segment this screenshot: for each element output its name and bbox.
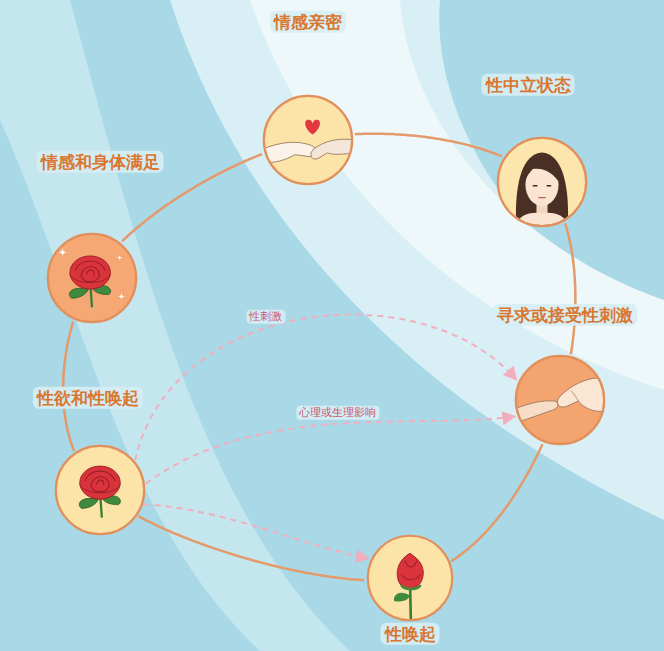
stage-circle: 寻求或接受性刺激 [514, 354, 606, 446]
illustration-shape [75, 261, 104, 271]
illustration-shape [85, 471, 114, 481]
stage-circle: 性中立状态 [496, 136, 588, 228]
circle-illustration [366, 534, 454, 622]
illustration-shape [538, 197, 545, 198]
circle-illustration [54, 444, 146, 536]
illustration-shape [264, 96, 352, 184]
stage-label: 性中立状态 [482, 74, 575, 96]
illustration-shape [96, 480, 103, 485]
illustration-shape [262, 142, 316, 162]
illustration-shape [48, 234, 136, 322]
cycle-arc [138, 516, 364, 580]
illustration-shape [70, 256, 110, 289]
illustration-shape [262, 120, 354, 163]
illustration-shape [56, 446, 144, 534]
influence-arrow [135, 315, 516, 461]
circle-illustration [514, 354, 606, 446]
illustration-shape [516, 356, 604, 444]
illustration-shape [368, 536, 452, 620]
stage-circle: 性欲和性唤起 [54, 444, 146, 536]
illustration-shape [557, 378, 606, 412]
illustration-shape [56, 446, 144, 534]
influence-arrow [144, 504, 369, 558]
illustration-shape [394, 593, 410, 602]
stage-label: 性唤起 [381, 623, 440, 645]
illustration-shape [80, 466, 120, 499]
stage-circle: 情感和身体满足 [46, 232, 138, 324]
illustration-shape [79, 466, 120, 518]
illustration-shape [48, 234, 136, 322]
illustration-shape [118, 293, 125, 300]
stage-label: 情感和身体满足 [37, 151, 164, 173]
stage-label: 情感亲密 [270, 11, 346, 33]
illustration-shape [305, 120, 320, 135]
illustration-shape [514, 378, 606, 423]
illustration-shape [514, 153, 569, 228]
illustration-shape [397, 553, 423, 588]
swirl-band [250, 0, 664, 390]
arrow-label: 心理或生理影响 [296, 405, 379, 419]
illustration-shape [533, 185, 551, 186]
illustration-shape [498, 138, 586, 226]
illustration-shape [86, 270, 93, 275]
cycle-arc [565, 223, 575, 354]
circle-illustration [496, 136, 588, 228]
stage-label: 寻求或接受性刺激 [493, 304, 637, 326]
circle-illustration [262, 94, 354, 186]
illustration-shape [91, 477, 109, 492]
stage-label: 性欲和性唤起 [33, 387, 143, 409]
swirl-band [170, 0, 664, 520]
stage-circle: 情感亲密 [262, 94, 354, 186]
illustration-shape [79, 498, 98, 508]
illustration-shape [70, 274, 110, 282]
illustration-shape [571, 391, 578, 401]
illustration-shape [80, 484, 120, 492]
illustration-shape [401, 560, 420, 579]
illustration-shape [81, 267, 99, 282]
influence-arrow [146, 416, 515, 483]
illustration-shape [69, 288, 88, 298]
illustration-shape [525, 158, 561, 184]
illustration-shape [311, 139, 354, 159]
cycle-arc [451, 444, 542, 561]
circle-illustration [46, 232, 138, 324]
illustration-shape [58, 248, 125, 308]
illustration-shape [394, 553, 423, 622]
illustration-shape [401, 585, 420, 589]
illustration-shape [117, 255, 123, 261]
stage-circle: 性唤起 [366, 534, 454, 622]
arrow-label: 性刺激 [246, 310, 285, 324]
illustration-shape [498, 138, 586, 226]
cycle-arc [355, 134, 502, 157]
